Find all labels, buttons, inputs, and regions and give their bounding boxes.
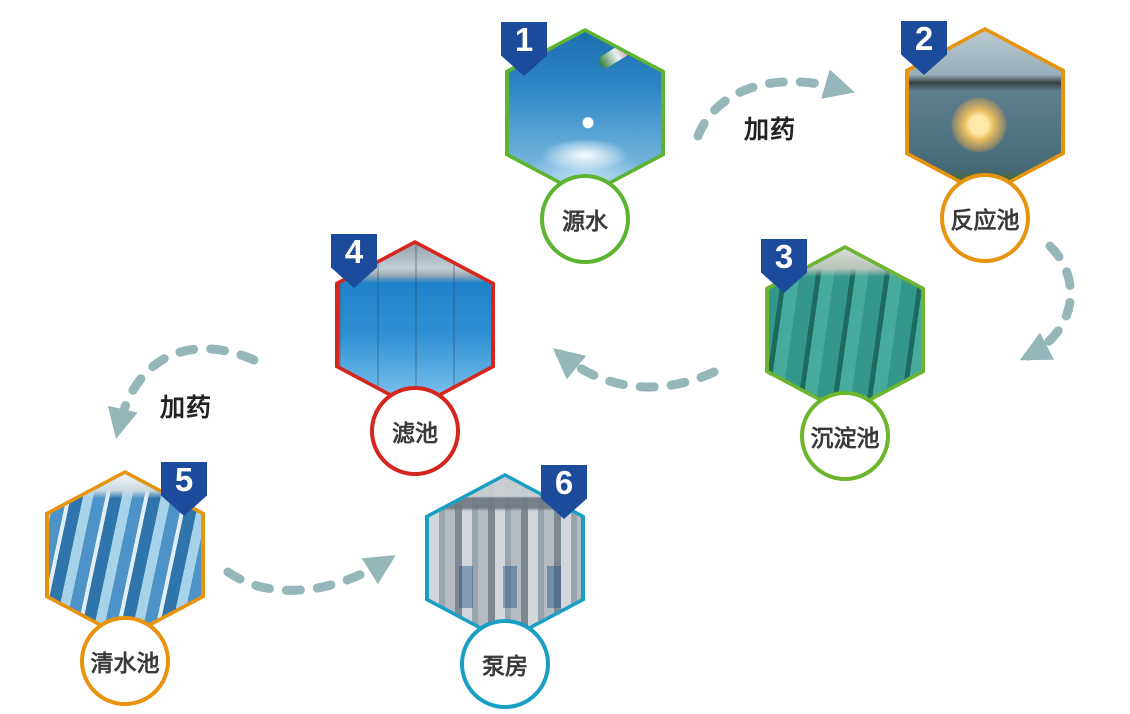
step-number: 3 [774,238,794,275]
node-label: 泵房 [460,619,550,709]
node-sedimentation-pool: 3 沉淀池 [761,239,925,495]
step-number: 2 [914,20,934,57]
arrow-clearwater-to-pump [223,555,396,595]
node-label: 反应池 [940,173,1030,263]
edge-label-dosing-2: 加药 [160,394,213,422]
pump-house-photo [429,477,581,639]
step-number: 5 [174,461,194,498]
arrow-filter-to-clearwater [107,344,259,439]
node-source-water: 1 源水 [501,22,665,278]
arrow-sedimentation-to-filter [552,348,719,392]
node-label-text: 源水 [562,208,608,234]
node-label: 滤池 [370,386,460,476]
step-number: 1 [514,21,534,58]
node-label: 源水 [540,174,630,264]
step-number: 6 [554,464,574,501]
node-reaction-pool: 2 反应池 [901,21,1065,277]
node-label-text: 泵房 [482,653,528,679]
edge-label-dosing-1: 加药 [744,116,797,144]
node-label-text: 沉淀池 [810,425,880,451]
node-label-text: 清水池 [90,650,160,676]
arrow-source-to-reaction [693,69,855,141]
arrow-reaction-to-sedimentation [1019,241,1075,361]
node-label-text: 滤池 [392,420,438,446]
node-label: 清水池 [80,616,170,706]
node-label-text: 反应池 [950,207,1020,233]
node-pump-house: 6 泵房 [425,465,587,714]
step-number: 4 [344,233,364,270]
node-label: 沉淀池 [800,391,890,481]
node-filter-pool: 4 滤池 [331,234,495,490]
node-clear-water-pool: 5 清水池 [45,462,207,714]
